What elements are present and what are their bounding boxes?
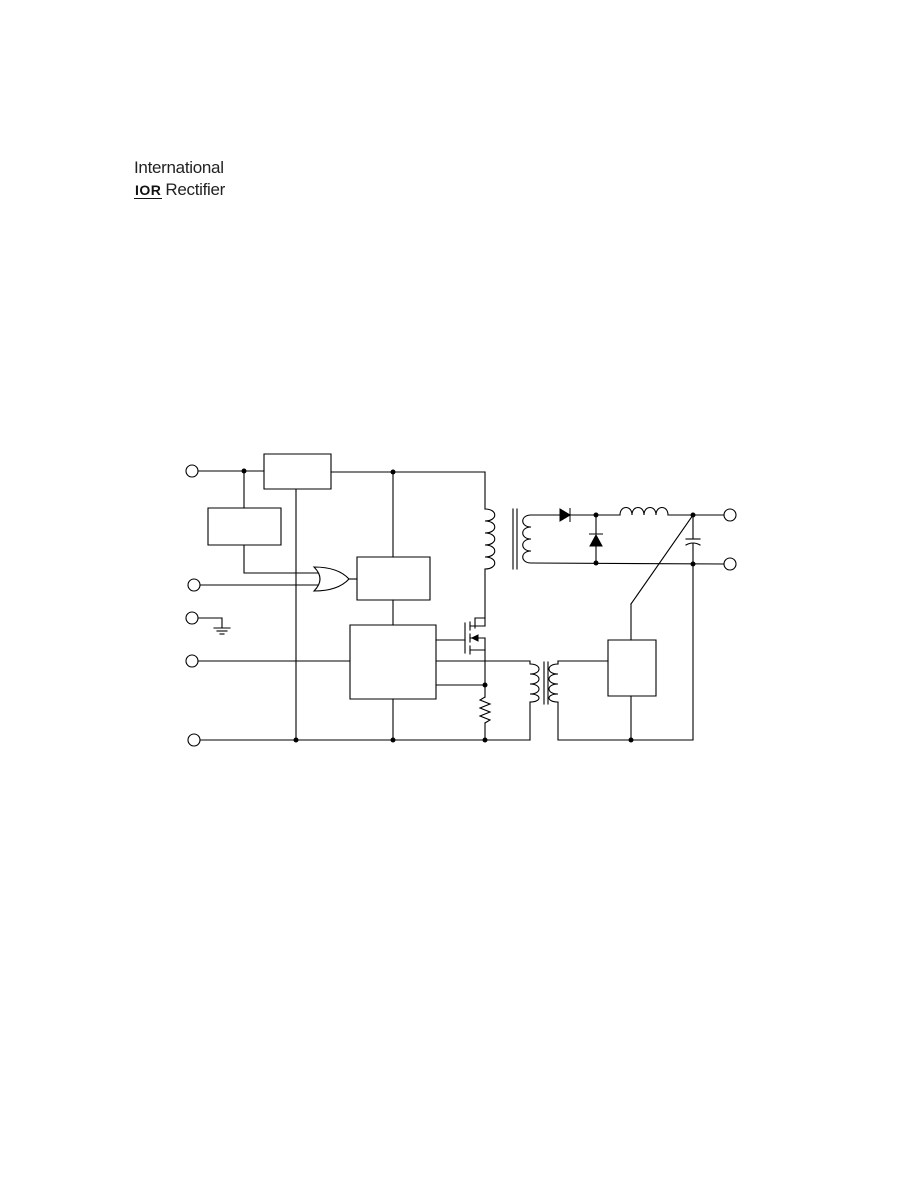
wire-pwm-to-feedback	[436, 661, 530, 664]
junction-dot	[390, 737, 396, 743]
feedback-transformer-primary	[530, 664, 539, 702]
output-inductor	[620, 508, 668, 516]
junction-dot	[482, 737, 488, 743]
junction-dot	[628, 737, 634, 743]
ior-logo-mark: IOR	[134, 182, 163, 199]
input-terminal-2	[188, 579, 200, 591]
junction-dot	[241, 468, 247, 474]
input-terminal-1	[186, 465, 198, 477]
junction-dot	[293, 737, 299, 743]
wire-sense-diagonal	[631, 515, 693, 604]
output-capacitor-plate-bottom	[686, 543, 700, 545]
wire-feedback-secondary-return	[558, 702, 693, 740]
ground-wire	[198, 618, 222, 628]
ground-terminal	[186, 612, 198, 624]
junction-dot	[390, 469, 396, 475]
output-terminal-positive	[724, 509, 736, 521]
rectifier-diode	[559, 508, 571, 522]
junction-dot	[482, 682, 488, 688]
block-logic	[357, 557, 430, 600]
block-input-filter	[264, 454, 331, 489]
wire-primary-to-drain	[475, 569, 485, 628]
logo-rectifier-text: Rectifier	[165, 180, 226, 199]
wire-monitor-to-or	[244, 545, 318, 573]
output-terminal-negative	[724, 558, 736, 570]
junction-dot	[593, 512, 599, 518]
mosfet-arrow	[470, 634, 479, 642]
freewheel-diode	[589, 533, 603, 547]
return-terminal	[188, 734, 200, 746]
current-sense-resistor	[480, 697, 490, 723]
or-gate	[314, 567, 349, 591]
block-monitor	[208, 508, 281, 545]
transformer-primary-winding	[485, 509, 495, 569]
feedback-transformer-secondary	[549, 664, 558, 702]
block-pwm-controller	[350, 625, 436, 699]
block-error-amplifier	[608, 640, 656, 696]
junction-dot	[593, 560, 599, 566]
junction-dot	[690, 561, 696, 567]
junction-dot	[690, 512, 696, 518]
logo-line-international: International	[134, 158, 224, 177]
transformer-secondary-winding	[523, 515, 531, 563]
input-terminal-4	[186, 655, 198, 667]
